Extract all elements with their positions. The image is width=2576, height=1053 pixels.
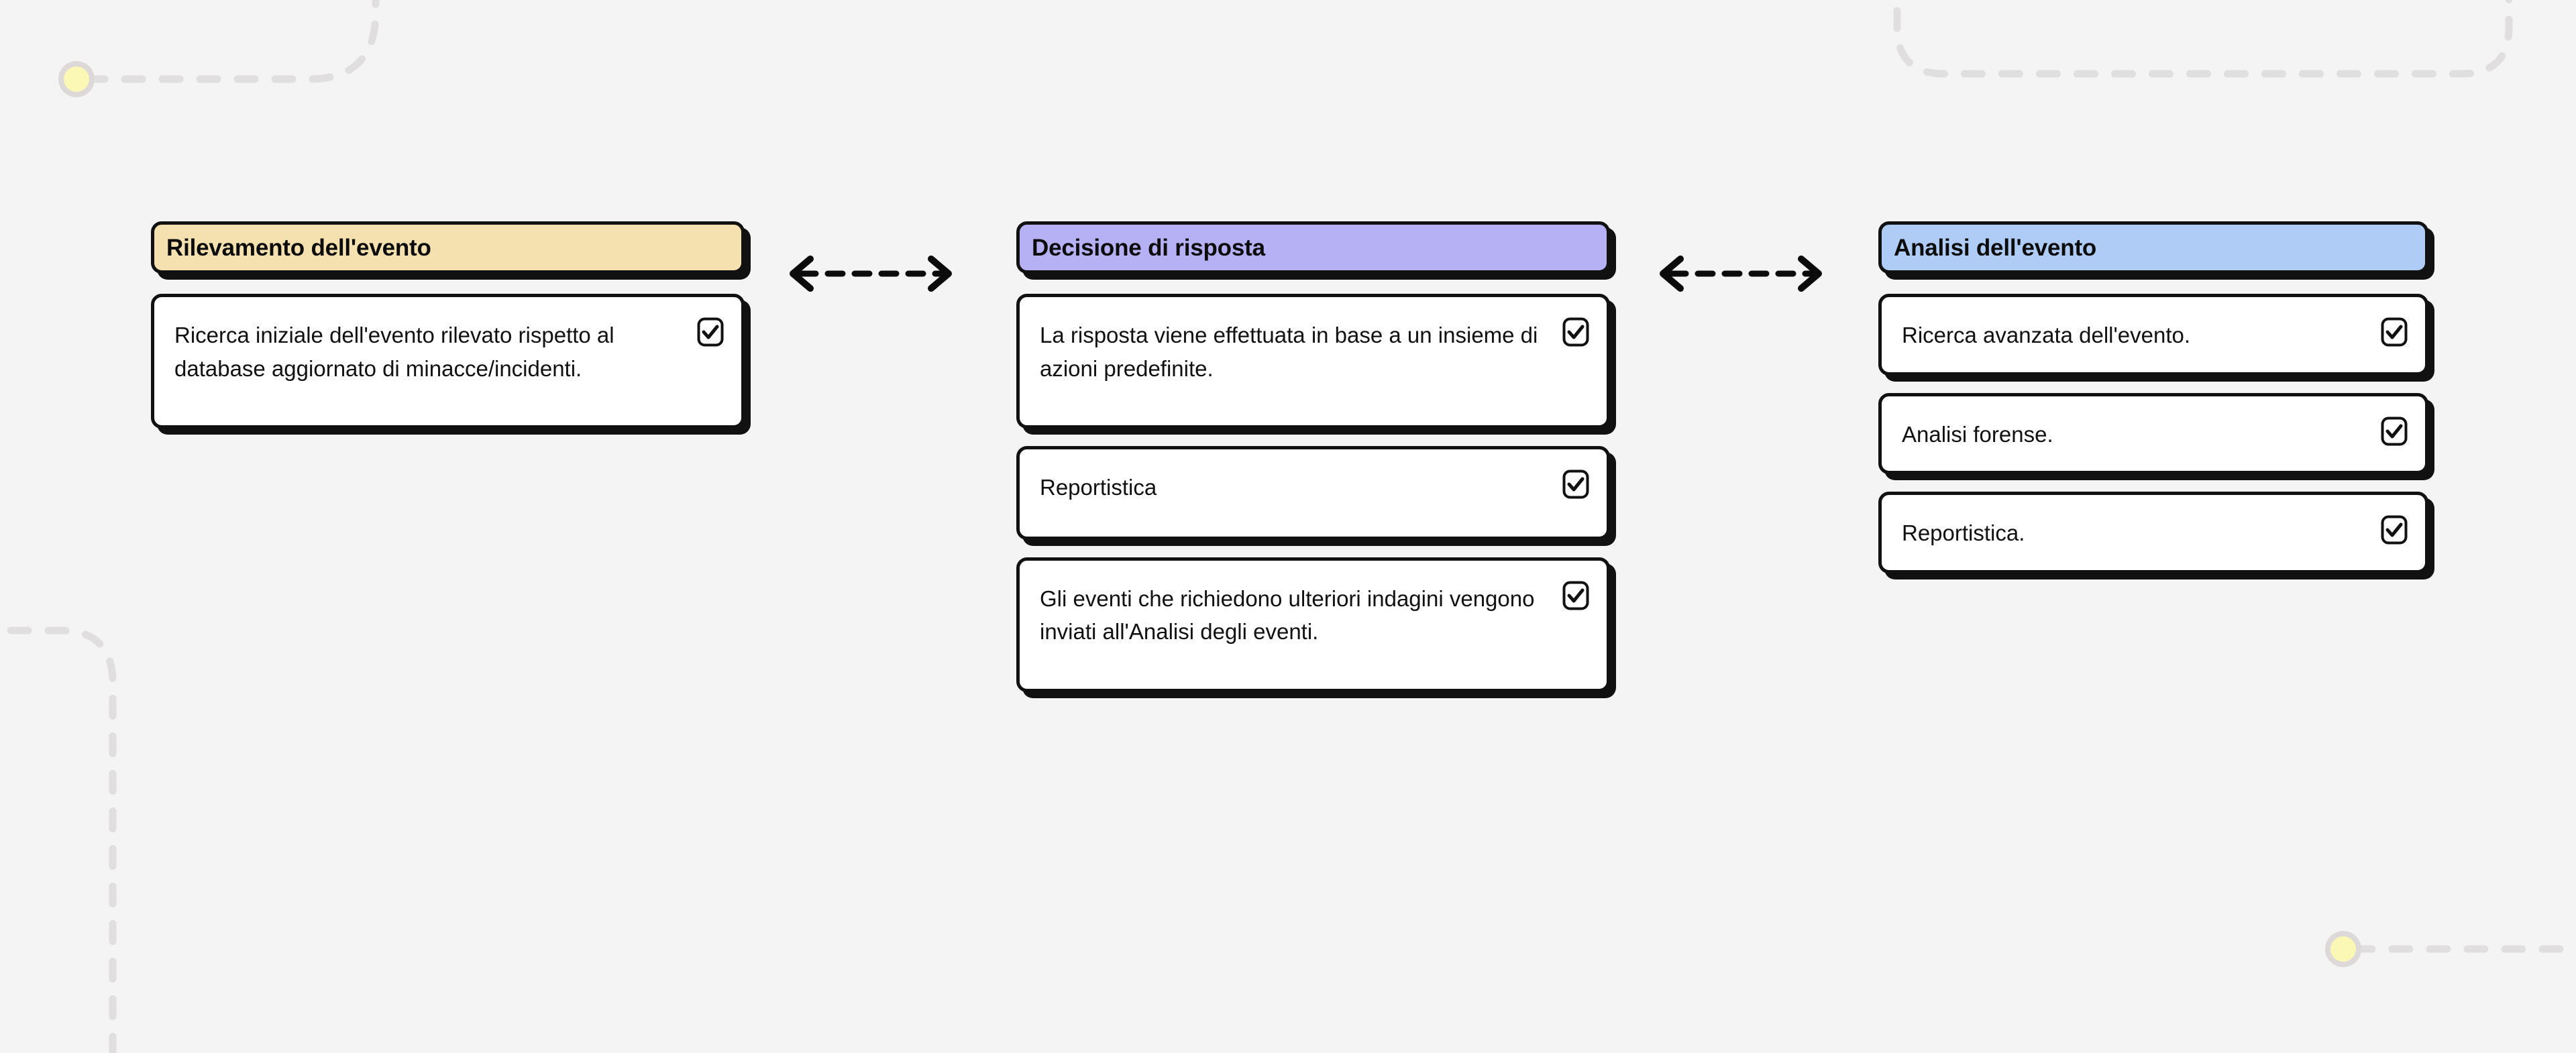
checkbox-checked-icon[interactable] <box>697 317 724 347</box>
connector-rilevamento-decisione[interactable] <box>784 254 958 294</box>
card[interactable]: Analisi forense. <box>1878 392 2428 474</box>
checkbox-checked-icon[interactable] <box>2381 317 2408 347</box>
column-header-rilevamento[interactable]: Rilevamento dell'evento <box>151 221 745 274</box>
column-rilevamento: Rilevamento dell'evento Ricerca iniziale… <box>151 221 745 446</box>
arrow-right-icon <box>1798 256 1822 292</box>
connector-decisione-analisi[interactable] <box>1654 254 1828 294</box>
arrow-left-icon <box>1660 256 1684 292</box>
card-text: Reportistica. <box>1902 520 2025 545</box>
column-header-label: Analisi dell'evento <box>1894 234 2097 261</box>
card[interactable]: Gli eventi che richiedono ulteriori inda… <box>1016 557 1610 692</box>
column-header-label: Rilevamento dell'evento <box>166 234 431 261</box>
checkbox-checked-icon[interactable] <box>1562 469 1589 499</box>
card-text: Reportistica <box>1040 475 1157 500</box>
card[interactable]: La risposta viene effettuata in base a u… <box>1016 294 1610 429</box>
card-text: La risposta viene effettuata in base a u… <box>1040 323 1538 381</box>
card[interactable]: Reportistica <box>1016 446 1610 540</box>
column-header-analisi[interactable]: Analisi dell'evento <box>1878 221 2428 274</box>
card[interactable]: Ricerca avanzata dell'evento. <box>1878 294 2428 376</box>
card-text: Gli eventi che richiedono ulteriori inda… <box>1040 586 1535 645</box>
arrow-right-icon <box>928 256 952 292</box>
card[interactable]: Ricerca iniziale dell'evento rilevato ri… <box>151 294 745 429</box>
column-header-label: Decisione di risposta <box>1032 234 1265 261</box>
checkbox-checked-icon[interactable] <box>2381 515 2408 545</box>
column-decisione: Decisione di risposta La risposta viene … <box>1016 221 1610 710</box>
card-text: Analisi forense. <box>1902 421 2053 447</box>
card[interactable]: Reportistica. <box>1878 492 2428 573</box>
card-text: Ricerca iniziale dell'evento rilevato ri… <box>174 323 614 381</box>
checkbox-checked-icon[interactable] <box>1562 581 1589 610</box>
arrow-left-icon <box>790 256 814 292</box>
column-analisi: Analisi dell'evento Ricerca avanzata del… <box>1878 221 2428 591</box>
column-header-decisione[interactable]: Decisione di risposta <box>1016 221 1610 274</box>
checkbox-checked-icon[interactable] <box>2381 417 2408 446</box>
card-text: Ricerca avanzata dell'evento. <box>1902 323 2191 347</box>
checkbox-checked-icon[interactable] <box>1562 317 1589 347</box>
